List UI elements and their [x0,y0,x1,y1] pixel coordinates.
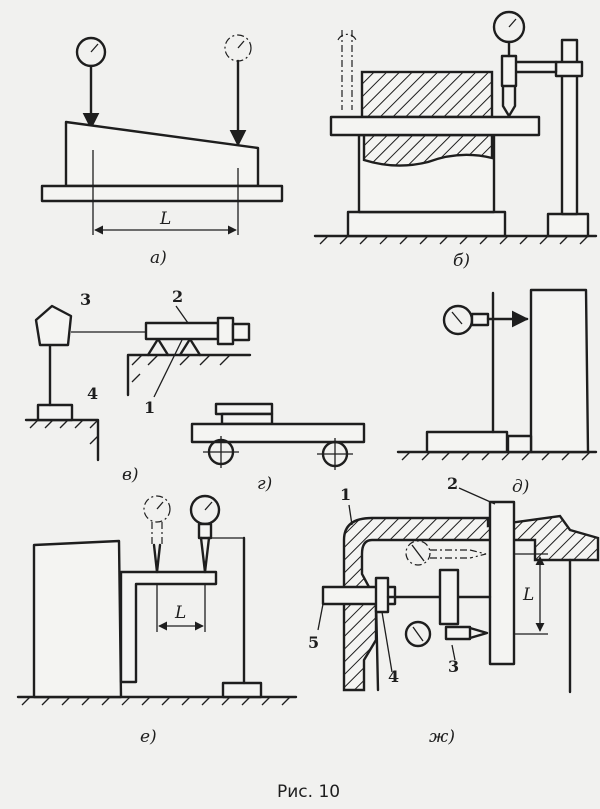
indicator-holder [438,568,460,626]
dial-indicator-icon [405,540,487,566]
measured-wall [529,288,590,454]
bracket-part [119,570,218,684]
callout-1: 1 [144,398,155,417]
panel-zh: L 1 2 3 4 5 ж) [308,474,600,747]
dimension-label: L [522,585,534,605]
carriage-platform [190,422,366,444]
roller-icon [203,436,239,468]
indicator-arm [510,60,558,74]
dial-indicator-icon [189,494,221,574]
callout-2: 2 [447,474,458,493]
machine-body [32,539,123,699]
dimension-label: L [159,209,171,229]
panel-e: L е) [16,494,298,747]
indicator-head-icon [34,304,73,347]
dial-indicator-icon [143,495,171,574]
panel-g: г) [190,402,366,494]
callout-2: 2 [172,287,183,306]
dimension-label: L [174,603,186,623]
dial-indicator-icon [224,34,252,147]
machine-table [329,115,541,137]
roller-icon [317,438,353,470]
panel-label-g: г) [257,474,272,494]
shaft-part [144,321,220,341]
stand-base [425,430,509,454]
housing-section [342,514,600,692]
surface-plate [40,184,284,203]
sectioned-part-upper [360,70,494,119]
panel-a: L а) [40,34,284,268]
sectioned-part-lower [362,133,494,167]
dial-indicator-icon [492,10,526,58]
callout-3: 3 [448,657,459,676]
panel-label-e: е) [140,727,157,747]
figure-caption: Рис. 10 [277,782,340,802]
callout-4: 4 [87,384,98,403]
dial-indicator-icon [337,30,357,110]
measured-plate [214,402,274,416]
panel-d: д) [396,288,598,497]
tapered-workpiece [64,120,260,188]
callout-1: 1 [340,485,351,504]
prism-support [146,337,202,357]
panel-label-a: а) [150,248,167,268]
dial-indicator-icon [404,620,489,648]
panel-label-d: д) [512,477,529,497]
callout-5: 5 [308,633,319,652]
dial-indicator-icon [75,36,107,130]
callout-3: 3 [80,290,91,309]
callout-4: 4 [388,667,399,686]
panel-v: 1 2 3 4 в) [24,287,252,485]
panel-b: б) [313,10,598,271]
machine-base [346,210,507,238]
panel-label-v: в) [122,465,139,485]
stand-base [221,681,263,699]
indicator-stand-column [560,38,579,216]
panel-label-b: б) [453,251,470,271]
indicator-stand-base [546,212,590,238]
disc-part [488,500,516,666]
dial-indicator-icon [442,304,529,336]
panel-label-zh: ж) [429,727,455,747]
stand-base [36,403,74,422]
